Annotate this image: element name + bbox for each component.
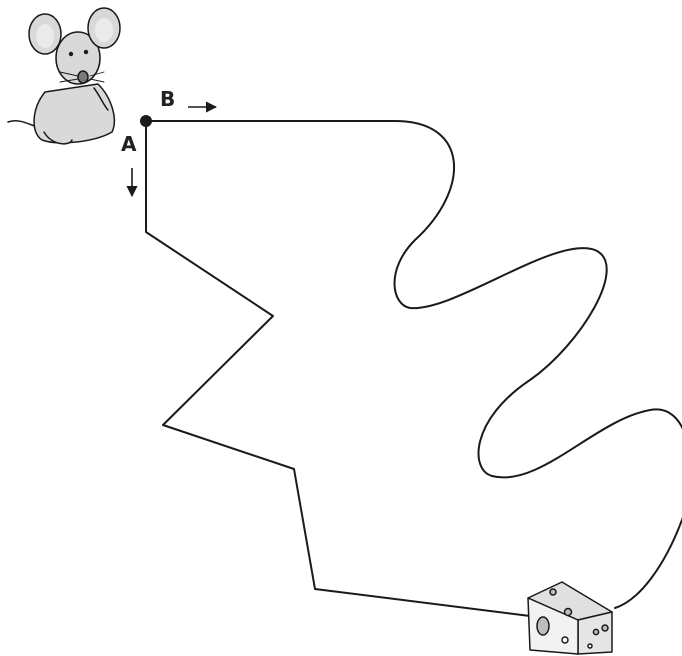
mouse-icon — [7, 7, 121, 145]
label-a: A — [121, 132, 137, 156]
cheese-icon — [527, 581, 613, 655]
route-b-path — [145, 120, 682, 609]
route-a-path — [145, 120, 531, 617]
label-b: B — [160, 87, 175, 111]
start-point — [140, 115, 152, 127]
